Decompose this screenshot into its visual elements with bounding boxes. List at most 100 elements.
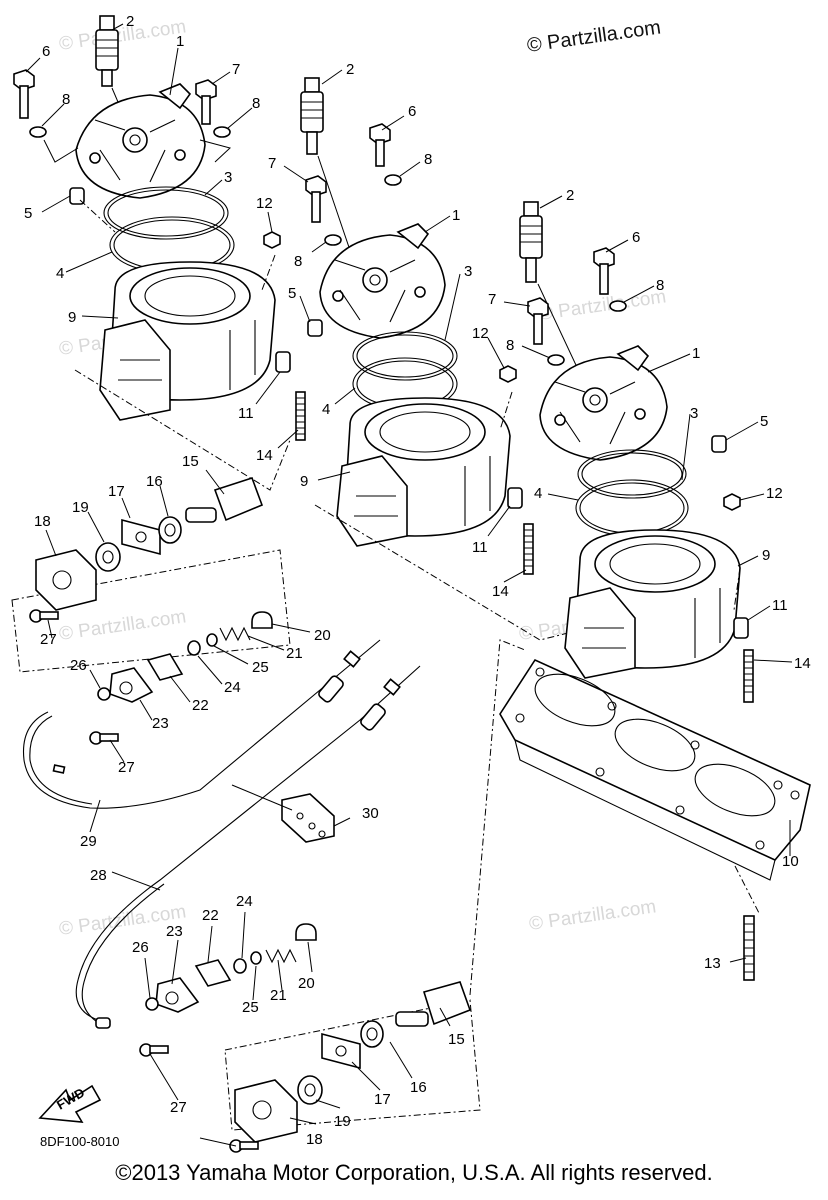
bolt-icon bbox=[593, 247, 615, 295]
spring-icon bbox=[219, 626, 251, 642]
screw-icon bbox=[29, 609, 59, 623]
callout-14: 14 bbox=[492, 583, 509, 600]
washer-icon bbox=[250, 951, 262, 965]
callout-25: 25 bbox=[252, 659, 269, 676]
callout-7: 7 bbox=[488, 291, 496, 308]
callout-1: 1 bbox=[692, 345, 700, 362]
callout-3: 3 bbox=[690, 405, 698, 422]
cylinder-icon bbox=[336, 397, 511, 547]
callout-28: 28 bbox=[90, 867, 107, 884]
screw-icon bbox=[89, 731, 119, 745]
exhaust-valve-icon bbox=[395, 981, 472, 1027]
callout-2: 2 bbox=[346, 61, 354, 78]
cylinder-assembly-c bbox=[519, 201, 754, 703]
o-ring-icon bbox=[97, 687, 111, 701]
cylinder-head-icon bbox=[319, 223, 446, 339]
cable-holder-icon bbox=[281, 793, 335, 843]
cylinder-head-icon bbox=[75, 83, 206, 199]
bolt-icon bbox=[369, 123, 391, 167]
callout-15: 15 bbox=[448, 1031, 465, 1048]
cap-icon bbox=[295, 923, 317, 941]
spark-plug-icon bbox=[95, 15, 119, 87]
callout-11: 11 bbox=[238, 405, 254, 422]
cylinder-assembly-a bbox=[13, 15, 306, 491]
bolt-icon bbox=[527, 297, 549, 345]
bolt-icon bbox=[13, 69, 35, 119]
washer-icon bbox=[609, 300, 627, 312]
o-ring-icon bbox=[575, 479, 689, 537]
callout-4: 4 bbox=[322, 401, 330, 418]
collar-icon bbox=[507, 487, 523, 509]
watermark: © Partzilla.com bbox=[58, 16, 188, 55]
callout-5: 5 bbox=[288, 285, 296, 302]
cable-icon bbox=[75, 665, 421, 1021]
callout-26: 26 bbox=[132, 939, 149, 956]
callout-12: 12 bbox=[256, 195, 273, 212]
callout-5: 5 bbox=[760, 413, 768, 430]
callout-9: 9 bbox=[762, 547, 770, 564]
oil-seal-icon bbox=[297, 1075, 323, 1105]
callout-17: 17 bbox=[374, 1091, 391, 1108]
screw-icon bbox=[139, 1043, 169, 1057]
callout-1: 1 bbox=[452, 207, 460, 224]
copyright-footer: ©2013 Yamaha Motor Corporation, U.S.A. A… bbox=[115, 1160, 713, 1185]
spark-plug-icon bbox=[519, 201, 543, 283]
cylinder-icon bbox=[99, 261, 276, 421]
callout-16: 16 bbox=[146, 473, 163, 490]
callout-22: 22 bbox=[192, 697, 209, 714]
callout-11: 11 bbox=[472, 539, 488, 556]
nut-icon bbox=[723, 493, 741, 511]
callout-14: 14 bbox=[256, 447, 273, 464]
callout-23: 23 bbox=[152, 715, 169, 732]
bolt-icon bbox=[305, 175, 327, 223]
callout-12: 12 bbox=[472, 325, 489, 342]
callout-8: 8 bbox=[424, 151, 432, 168]
washer-icon bbox=[213, 126, 231, 138]
callout-6: 6 bbox=[42, 43, 50, 60]
washer-icon bbox=[384, 174, 402, 186]
callout-8: 8 bbox=[506, 337, 514, 354]
cylinder-assembly-b bbox=[300, 77, 601, 641]
callout-5: 5 bbox=[24, 205, 32, 222]
callout-17: 17 bbox=[108, 483, 125, 500]
leader-lines bbox=[25, 23, 793, 1147]
watermark: © Partzilla.com bbox=[528, 896, 658, 935]
oil-seal-icon bbox=[158, 516, 182, 544]
callout-26: 26 bbox=[70, 657, 87, 674]
gasket-icon bbox=[121, 518, 161, 556]
callout-27: 27 bbox=[170, 1099, 187, 1116]
callout-6: 6 bbox=[408, 103, 416, 120]
callout-13: 13 bbox=[704, 955, 721, 972]
callout-20: 20 bbox=[298, 975, 315, 992]
valve-cable-assembly bbox=[22, 639, 421, 1029]
spring-icon bbox=[265, 948, 297, 964]
nut-icon bbox=[499, 365, 517, 383]
o-ring-icon bbox=[145, 997, 159, 1011]
callout-numbers: 2 1 6 7 8 8 3 5 12 4 9 11 14 2 6 8 7 1 8… bbox=[24, 13, 811, 1148]
cable-icon bbox=[22, 639, 381, 809]
nut-icon bbox=[263, 231, 281, 249]
spark-plug-icon bbox=[300, 77, 324, 155]
callout-12: 12 bbox=[766, 485, 783, 502]
cylinder-gasket-icon bbox=[499, 658, 811, 881]
stud-icon bbox=[295, 391, 306, 441]
callout-18: 18 bbox=[306, 1131, 323, 1148]
callout-9: 9 bbox=[68, 309, 76, 326]
callout-24: 24 bbox=[236, 893, 253, 910]
callout-15: 15 bbox=[182, 453, 199, 470]
oil-seal-icon bbox=[95, 542, 121, 572]
callout-4: 4 bbox=[534, 485, 542, 502]
callout-16: 16 bbox=[410, 1079, 427, 1096]
dowel-pin-icon bbox=[307, 319, 323, 337]
exhaust-valve-icon bbox=[185, 477, 264, 523]
callout-29: 29 bbox=[80, 833, 97, 850]
valve-housing-icon bbox=[234, 1079, 298, 1143]
o-ring-icon bbox=[103, 186, 229, 240]
callout-7: 7 bbox=[268, 155, 276, 172]
washer-icon bbox=[324, 234, 342, 246]
callout-1: 1 bbox=[176, 33, 184, 50]
callout-9: 9 bbox=[300, 473, 308, 490]
callout-4: 4 bbox=[56, 265, 64, 282]
callout-8: 8 bbox=[294, 253, 302, 270]
copyright-watermark: © Partzilla.com bbox=[526, 16, 663, 57]
